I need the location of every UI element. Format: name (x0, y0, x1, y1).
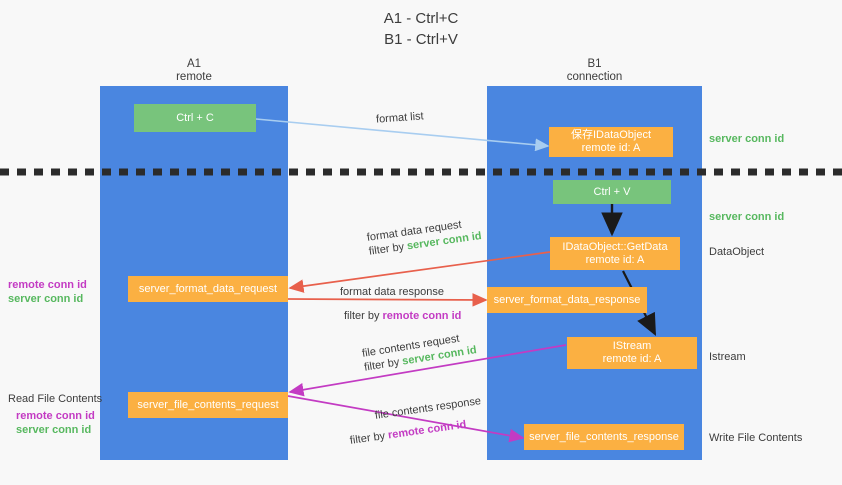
edge-label-format-data-response: format data response filter by remote co… (340, 285, 461, 323)
box-server-file-contents-response[interactable]: server_file_contents_response (524, 424, 684, 450)
column-header-a1: A1 remote (176, 58, 212, 83)
box-server-format-data-request[interactable]: server_format_data_request (128, 276, 288, 302)
edge-label-format-data-request-filter-prefix: filter by (368, 240, 408, 258)
edge-label-format-data-request: format data request filter by server con… (366, 215, 483, 259)
box-ctrl-c[interactable]: Ctrl + C (134, 104, 256, 132)
left-label-server-conn-id-2: server conn id (16, 424, 92, 436)
box-ctrl-v[interactable]: Ctrl + V (553, 180, 671, 204)
right-label-server-conn-id-top: server conn id (709, 133, 785, 145)
left-label-remote-conn-id-2: remote conn id (16, 410, 95, 422)
box-idataobject-getdata[interactable]: IDataObject::GetData remote id: A (550, 237, 680, 270)
edge-label-format-data-response-filter-prefix: filter by (344, 310, 383, 322)
edge-label-format-data-response-title: format data response (340, 286, 444, 298)
box-server-file-contents-request[interactable]: server_file_contents_request (128, 392, 288, 418)
left-label-read-file-contents-group: Read File Contents remote conn id server… (8, 392, 102, 437)
edge-label-file-contents-response-filter-prefix: filter by (349, 429, 389, 447)
box-server-format-data-response[interactable]: server_format_data_response (487, 287, 647, 313)
edge-label-file-contents-response-title: file contents response (374, 395, 482, 422)
edge-label-format-data-response-filter-value: remote conn id (382, 310, 462, 322)
left-label-read-file-contents: Read File Contents (8, 393, 103, 405)
edge-label-format-list: format list (375, 110, 425, 126)
right-label-istream: Istream (709, 351, 746, 363)
edge-label-file-contents-response-filter: filter by remote conn id (349, 418, 467, 448)
box-istream[interactable]: IStream remote id: A (567, 337, 697, 369)
box-idataobject[interactable]: 保存IDataObject remote id: A (549, 127, 673, 157)
left-label-server-conn-id-1: server conn id (8, 293, 84, 305)
left-label-remote-conn-id-1: remote conn id (8, 279, 87, 291)
right-label-server-conn-id-mid: server conn id (709, 211, 785, 223)
divider-dashed-line (0, 168, 842, 176)
page-title: A1 - Ctrl+C B1 - Ctrl+V (383, 10, 459, 48)
edge-label-file-contents-response-filter-value: remote conn id (387, 418, 468, 442)
column-header-b1: B1 connection (566, 58, 623, 83)
right-label-dataobject: DataObject (709, 246, 765, 258)
edge-label-file-contents-request: file contents request filter by server c… (361, 329, 478, 374)
right-label-write-file-contents: Write File Contents (709, 432, 803, 444)
left-label-conn-ids-format: remote conn id server conn id (8, 278, 87, 306)
